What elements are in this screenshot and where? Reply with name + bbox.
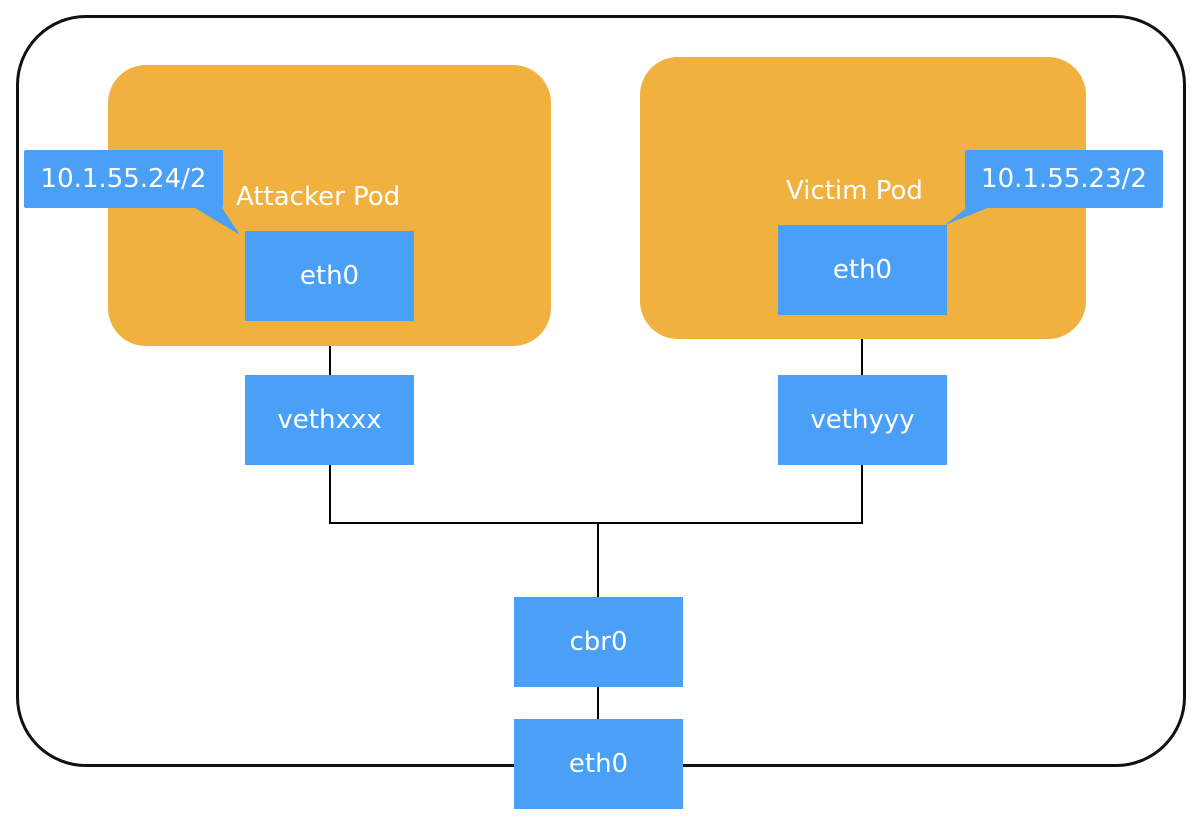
bridge-cbr0: cbr0 [514, 597, 683, 687]
victim-pod-label: Victim Pod [786, 176, 923, 206]
bridge-to-host-nic-link [597, 686, 599, 720]
attacker-ip-callout-pointer [190, 205, 240, 235]
attacker-veth-drop-link [329, 464, 331, 523]
bridge-bus-link [329, 522, 863, 524]
attacker-pod-label: Attacker Pod [236, 182, 401, 212]
victim-ip-callout: 10.1.55.23/2 [965, 150, 1163, 208]
victim-eth0-veth-link [861, 314, 863, 376]
attacker-ip-callout: 10.1.55.24/2 [24, 150, 223, 208]
victim-veth: vethyyy [778, 375, 947, 465]
victim-eth0: eth0 [778, 225, 947, 315]
attacker-eth0: eth0 [245, 231, 414, 321]
victim-ip-callout-pointer [945, 205, 995, 225]
bus-to-bridge-link [597, 522, 599, 598]
victim-veth-drop-link [861, 464, 863, 523]
host-eth0: eth0 [514, 719, 683, 809]
attacker-eth0-veth-link [329, 320, 331, 376]
attacker-veth: vethxxx [245, 375, 414, 465]
